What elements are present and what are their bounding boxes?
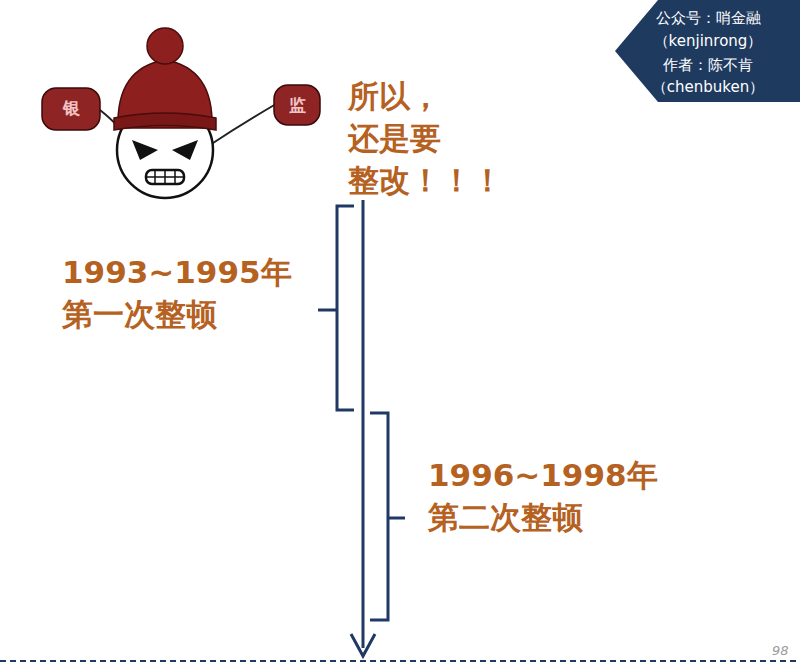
arm (210, 104, 276, 145)
teeth (146, 170, 184, 184)
sign (42, 88, 100, 130)
sign-text: 银 (56, 97, 86, 120)
dashed-rule (0, 660, 800, 662)
banner (615, 0, 800, 102)
timeline-axis (362, 200, 365, 648)
bracket (318, 206, 354, 410)
speech-text: 所以，还是要 整改！！！ (348, 76, 503, 202)
author-name: 作者：陈不肯 (618, 56, 798, 75)
arrowhead (351, 634, 375, 656)
account-name: 公众号：哨金融 (618, 9, 798, 28)
sign (274, 85, 320, 125)
page-number: 98 (772, 643, 789, 658)
period-label: 1993~1995年 第一次整顿 (62, 252, 292, 336)
bracket (370, 413, 405, 620)
period-label: 1996~1998年 第二次整顿 (428, 455, 658, 539)
pompom (147, 28, 183, 64)
account-id: （kenjinrong） (618, 32, 798, 51)
author-id: （chenbuken） (618, 78, 798, 97)
sign-text: 监 (282, 94, 312, 117)
eye (172, 140, 198, 160)
mouth (146, 170, 184, 184)
hat-brim (114, 113, 216, 130)
eye (132, 140, 158, 160)
